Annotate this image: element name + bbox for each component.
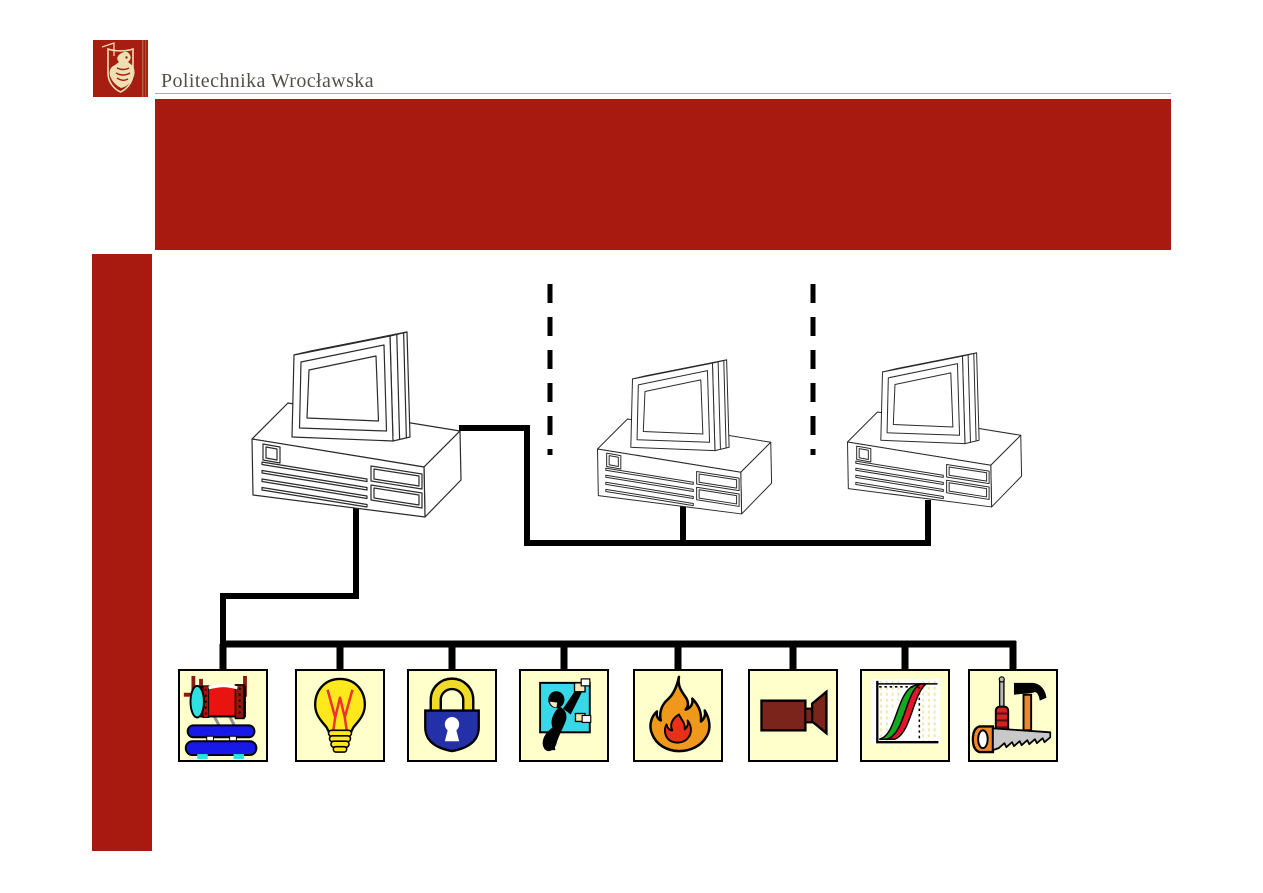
device-box-cctv — [748, 669, 838, 762]
device-box-intrusion — [519, 669, 609, 762]
device-drops — [219, 641, 1017, 671]
pwr-logo — [93, 40, 148, 97]
device-box-access-control — [407, 669, 497, 762]
upper-bus-link — [459, 425, 931, 546]
device-box-lighting — [295, 669, 385, 762]
device-box-maintenance — [968, 669, 1058, 762]
hand-tools-icon — [971, 676, 1052, 754]
intruder-window-icon — [539, 678, 592, 752]
fire-flame-icon — [649, 675, 711, 753]
left-accent-bar — [92, 254, 152, 851]
pwr-heraldic-eagle-icon — [93, 40, 148, 97]
brand-text: Politechnika Wrocławska — [161, 70, 374, 92]
boiler-heat-exchanger-icon — [183, 675, 258, 760]
computer-3-desktop-computer-icon — [846, 352, 1023, 508]
padlock-icon — [424, 677, 480, 753]
characteristic-curves-icon — [871, 678, 941, 745]
header-rule — [155, 93, 1171, 94]
light-bulb-icon — [314, 677, 366, 753]
computer-1-downlink — [220, 508, 359, 644]
title-banner — [155, 99, 1171, 250]
network-links — [219, 425, 1017, 671]
device-box-characteristics — [860, 669, 950, 762]
cctv-camera-icon — [760, 689, 828, 736]
computer-2-desktop-computer-icon — [596, 359, 773, 515]
computer-1-desktop-computer-icon — [251, 331, 462, 518]
device-box-fire — [633, 669, 723, 762]
device-box-boiler — [178, 669, 268, 762]
